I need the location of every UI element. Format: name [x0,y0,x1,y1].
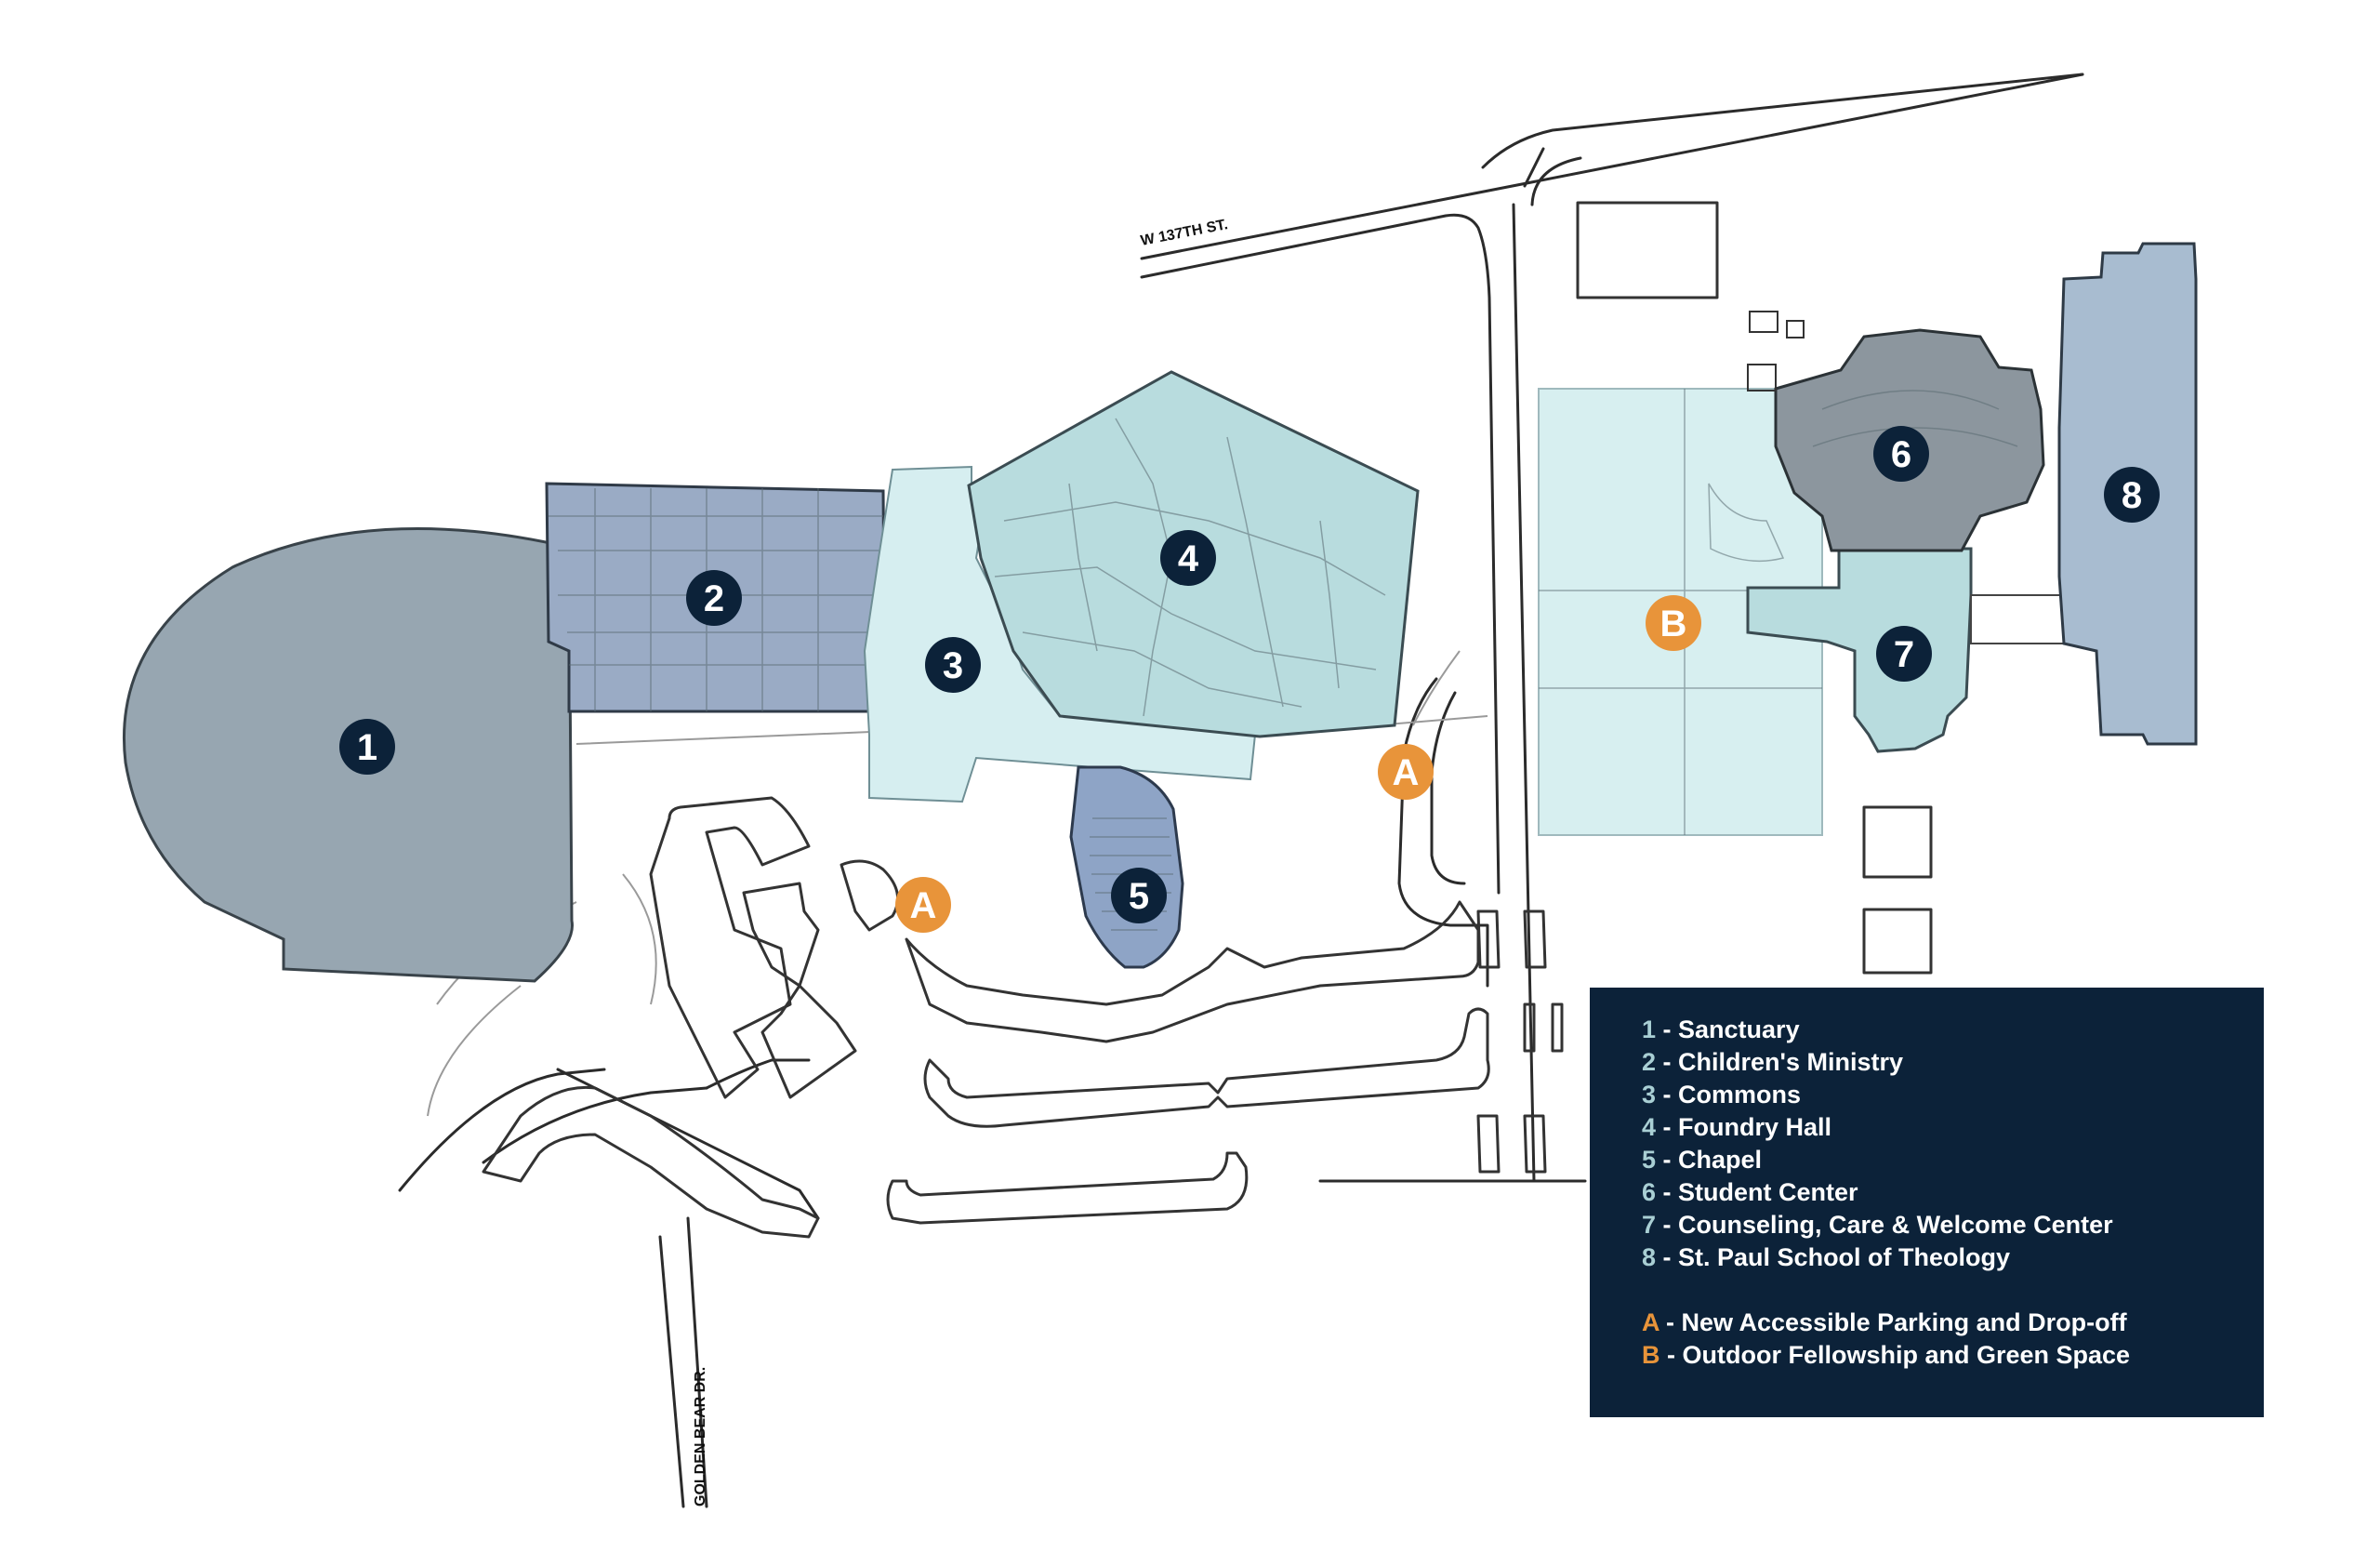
marker-sanctuary[interactable]: 1 [339,719,395,775]
legend-label: - Outdoor Fellowship and Green Space [1659,1341,2131,1369]
marker-label: 2 [704,578,724,619]
legend-item-foundry-hall: 4 - Foundry Hall [1642,1111,2264,1144]
marker-label: A [910,885,937,926]
legend-item-accessible-parking: A - New Accessible Parking and Drop-off [1642,1307,2264,1339]
marker-label: B [1660,604,1687,644]
marker-green-space[interactable]: B [1646,595,1701,651]
marker-label: 3 [943,645,963,686]
marker-foundry-hall[interactable]: 4 [1160,530,1216,586]
legend-item-green-space: B - Outdoor Fellowship and Green Space [1642,1339,2264,1372]
marker-welcome-center[interactable]: 7 [1876,626,1932,682]
legend-label: - Sanctuary [1656,1015,1800,1043]
legend-key: A [1642,1308,1659,1336]
legend-label: - Student Center [1656,1178,1858,1206]
marker-label: 6 [1891,434,1911,475]
legend-label: - Commons [1656,1081,1802,1108]
legend-key: 8 [1642,1243,1657,1271]
building-chapel[interactable] [1069,765,1184,969]
legend-key: 3 [1642,1081,1657,1108]
legend-item-sanctuary: 1 - Sanctuary [1642,1014,2264,1046]
legend-label: - St. Paul School of Theology [1656,1243,2011,1271]
legend-item-chapel: 5 - Chapel [1642,1144,2264,1176]
marker-accessible-parking-west[interactable]: A [895,877,951,933]
marker-label: A [1393,752,1420,793]
legend-label: - Counseling, Care & Welcome Center [1656,1211,2113,1239]
marker-theology[interactable]: 8 [2104,467,2160,523]
legend-item-commons: 3 - Commons [1642,1079,2264,1111]
marker-commons[interactable]: 3 [925,637,981,693]
legend-key: 1 [1642,1015,1657,1043]
legend-spacer [1642,1274,2264,1307]
small-structures [1747,311,1805,392]
marker-student-center[interactable]: 6 [1873,426,1929,482]
marker-label: 8 [2122,475,2142,516]
legend-key: 6 [1642,1178,1657,1206]
legend-item-student-center: 6 - Student Center [1642,1176,2264,1209]
street-label-golden-bear: GOLDEN BEAR DR. [693,1367,708,1507]
student-center-interior [1812,390,2018,447]
legend-item-childrens-ministry: 2 - Children's Ministry [1642,1046,2264,1079]
legend-label: - New Accessible Parking and Drop-off [1659,1308,2127,1336]
map-legend: 1 - Sanctuary 2 - Children's Ministry 3 … [1590,988,2264,1417]
marker-label: 1 [357,727,377,768]
connector-walkway [1970,594,2065,644]
marker-accessible-parking-east[interactable]: A [1378,744,1434,800]
legend-key: 7 [1642,1211,1657,1239]
legend-key: 2 [1642,1048,1657,1076]
legend-label: - Chapel [1656,1146,1763,1174]
marker-label: 4 [1178,538,1199,579]
marker-label: 7 [1894,634,1914,675]
legend-key: 4 [1642,1113,1657,1141]
marker-label: 5 [1129,876,1149,917]
marker-chapel[interactable]: 5 [1111,868,1167,923]
legend-item-welcome-center: 7 - Counseling, Care & Welcome Center [1642,1209,2264,1241]
parking-lots [482,201,1933,1239]
marker-childrens-ministry[interactable]: 2 [686,570,742,626]
legend-label: - Children's Ministry [1656,1048,1903,1076]
legend-label: - Foundry Hall [1656,1113,1832,1141]
legend-key: B [1642,1341,1660,1369]
legend-key: 5 [1642,1146,1657,1174]
legend-item-theology: 8 - St. Paul School of Theology [1642,1241,2264,1274]
